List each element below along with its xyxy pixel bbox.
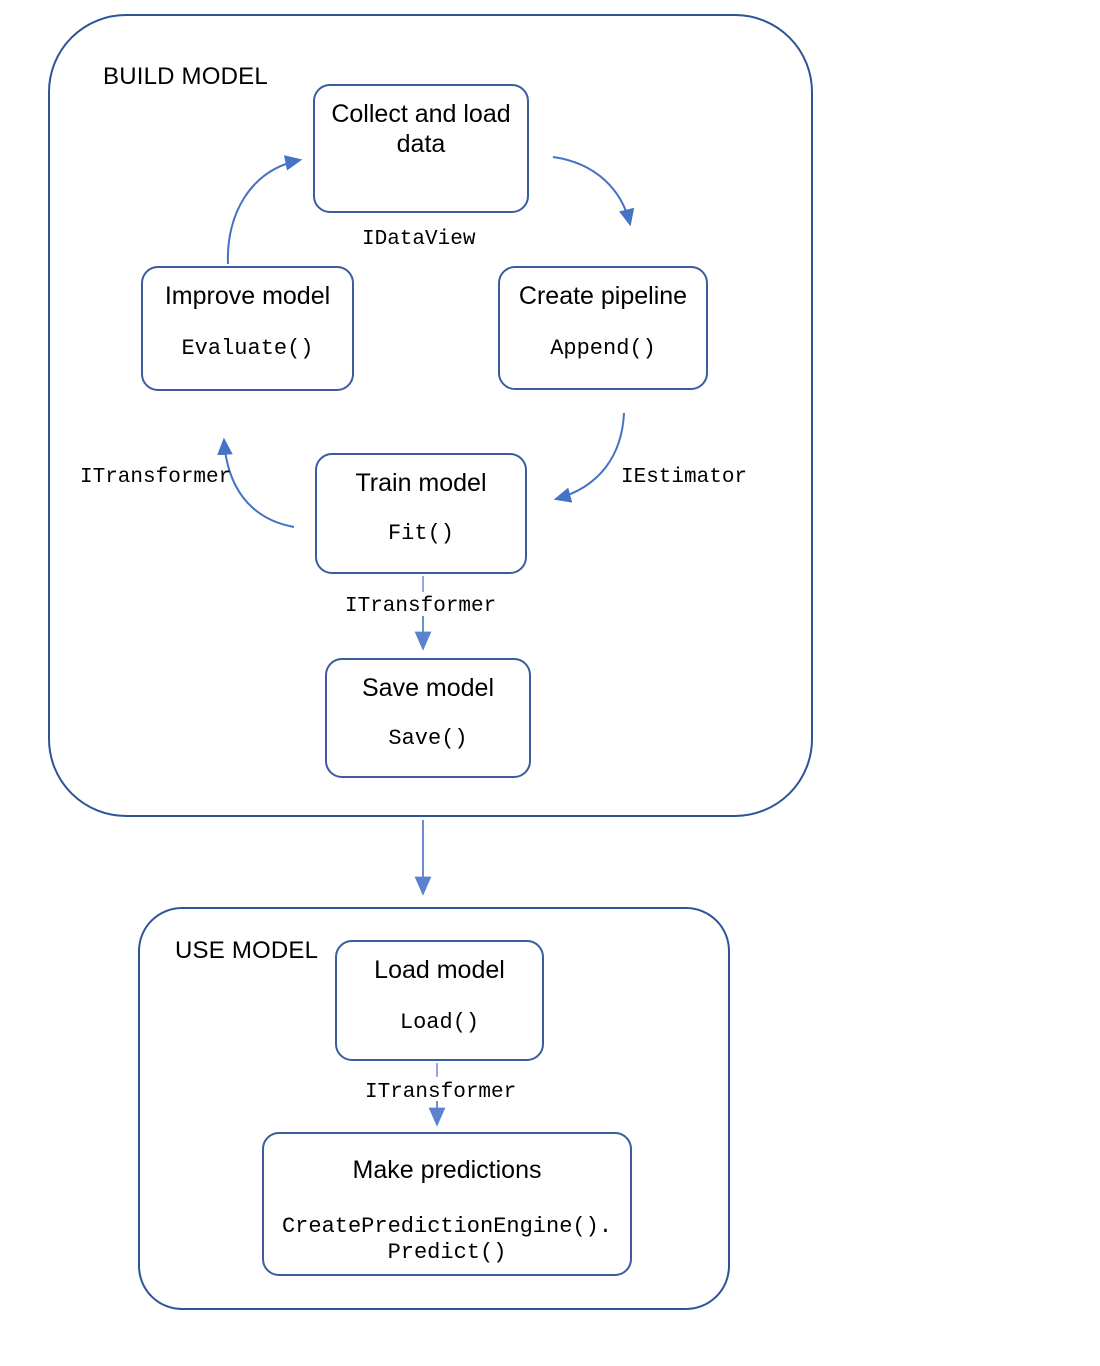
node-save-api: Save() [388, 725, 468, 751]
use-model-group-label: USE MODEL [175, 937, 319, 964]
node-predict-title: Make predictions [352, 1156, 542, 1184]
node-make-predictions[interactable]: Make predictions CreatePredictionEngine(… [262, 1132, 632, 1276]
edge-label-itransformer-load-to-predict: ITransformer [365, 1081, 517, 1104]
node-train-api: Fit() [387, 520, 454, 546]
node-improve-title: Improve model [164, 282, 331, 310]
node-create-title: Create pipeline [518, 282, 688, 310]
node-train-model[interactable]: Train model Fit() [315, 453, 527, 574]
edge-label-itransformer-train-to-save: ITransformer [345, 595, 497, 618]
edge-label-idataview: IDataView [362, 228, 476, 251]
build-model-group-container [48, 14, 813, 817]
node-save-model[interactable]: Save model Save() [325, 658, 531, 778]
edge-label-itransformer-train-to-improve: ITransformer [80, 466, 232, 489]
node-improve-model[interactable]: Improve model Evaluate() [141, 266, 354, 391]
node-collect-title: Collect and load data [331, 100, 511, 158]
edge-label-iestimator: IEstimator [621, 466, 748, 489]
node-load-title: Load model [374, 956, 505, 984]
node-collect-and-load-data[interactable]: Collect and load data [313, 84, 529, 213]
build-model-group-label: BUILD MODEL [103, 63, 268, 90]
node-train-title: Train model [355, 469, 487, 497]
node-predict-api: CreatePredictionEngine(). Predict() [281, 1213, 613, 1265]
node-improve-api: Evaluate() [181, 335, 314, 361]
node-create-pipeline[interactable]: Create pipeline Append() [498, 266, 708, 390]
node-load-api: Load() [399, 1009, 480, 1035]
node-save-title: Save model [361, 674, 495, 702]
node-load-model[interactable]: Load model Load() [335, 940, 544, 1061]
node-create-api: Append() [550, 335, 656, 361]
use-model-group-container [138, 907, 730, 1310]
